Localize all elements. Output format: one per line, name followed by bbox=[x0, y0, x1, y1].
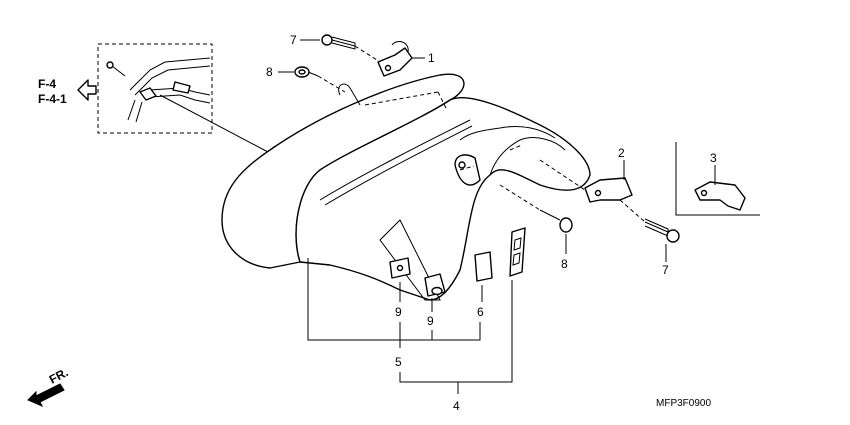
ref-f4-1: F-4-1 bbox=[38, 92, 67, 106]
callout-8-middle: 8 bbox=[561, 257, 568, 271]
bracket-part-1 bbox=[377, 41, 413, 77]
front-fender bbox=[221, 73, 591, 301]
callout-7-right: 7 bbox=[662, 263, 669, 277]
callout-8-top: 8 bbox=[266, 65, 273, 79]
callout-9-a: 9 bbox=[395, 305, 402, 319]
bracket-part-2 bbox=[584, 177, 633, 203]
bolt-part-7-right bbox=[644, 218, 680, 243]
bracket-part-3-inset bbox=[675, 142, 760, 216]
callout-7-top: 7 bbox=[290, 33, 297, 47]
callout-9-b: 9 bbox=[427, 314, 434, 328]
grommet-part-8-top bbox=[294, 66, 319, 78]
reflector-part-4 bbox=[509, 227, 526, 277]
reference-arrow-icon bbox=[77, 79, 97, 101]
hose-detail-inset bbox=[97, 43, 213, 134]
ref-f4: F-4 bbox=[38, 77, 56, 91]
pad-part-6 bbox=[474, 251, 493, 282]
front-direction-arrow-icon bbox=[27, 383, 65, 407]
clip-nut-part-9-b bbox=[424, 273, 446, 297]
callout-2: 2 bbox=[618, 146, 625, 160]
callout-3: 3 bbox=[710, 151, 717, 165]
diagram-code: MFP3F0900 bbox=[656, 398, 711, 409]
callout-5: 5 bbox=[395, 355, 402, 369]
callout-4: 4 bbox=[453, 399, 460, 413]
callout-1: 1 bbox=[428, 51, 435, 65]
clip-nut-part-9-a bbox=[389, 257, 411, 279]
grommet-part-8-middle bbox=[539, 209, 573, 233]
callout-6: 6 bbox=[477, 305, 484, 319]
front-direction-label: FR. bbox=[47, 365, 71, 386]
bolt-part-7-top bbox=[321, 34, 356, 50]
